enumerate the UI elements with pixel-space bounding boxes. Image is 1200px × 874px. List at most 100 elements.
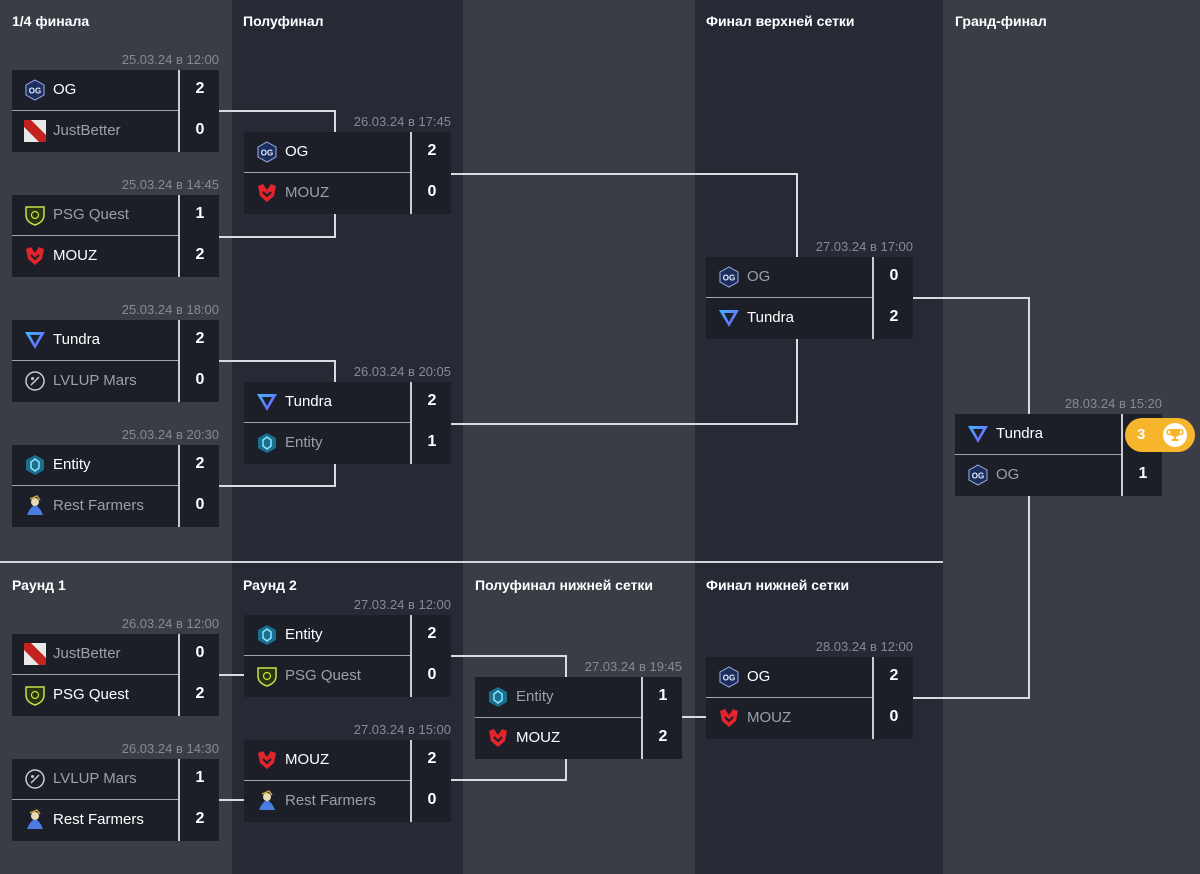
team-name: JustBetter (53, 122, 121, 139)
psg-logo-icon (24, 684, 46, 706)
tundra-logo-icon (718, 307, 740, 329)
team-name: OG (285, 143, 309, 160)
team-name: MOUZ (516, 729, 561, 746)
team-name: JustBetter (53, 645, 121, 662)
score-separator (410, 615, 412, 697)
tundra-logo-icon (256, 391, 278, 413)
grand-final-trophy-badge: 3 (1125, 418, 1195, 452)
team-score: 2 (427, 392, 437, 409)
team-score: 2 (889, 667, 899, 684)
row-separator (706, 697, 872, 698)
og-logo-icon: OG (967, 464, 989, 486)
team-name: OG (747, 268, 771, 285)
match-date: 27.03.24 в 15:00 (353, 722, 451, 737)
team-name: MOUZ (53, 247, 98, 264)
row-separator (955, 454, 1121, 455)
entity-logo-icon (487, 686, 509, 708)
og-logo-icon: OG (24, 79, 46, 101)
team-name: MOUZ (285, 184, 330, 201)
match-date: 25.03.24 в 20:30 (121, 427, 219, 442)
header-semifinal: Полуфинал (243, 13, 324, 29)
connector (682, 716, 707, 718)
psg-logo-icon (256, 665, 278, 687)
team-row[interactable]: LVLUP Mars 0 (12, 361, 219, 401)
score-separator (178, 320, 180, 402)
team-name: LVLUP Mars (53, 372, 137, 389)
score-separator (178, 445, 180, 527)
column-finals (695, 0, 943, 874)
svg-text:OG: OG (723, 674, 735, 683)
connector (1028, 297, 1030, 699)
match-date: 25.03.24 в 12:00 (121, 52, 219, 67)
connector (913, 697, 1030, 699)
team-name: Tundra (53, 331, 100, 348)
header-lower-round2: Раунд 2 (243, 577, 297, 593)
match-date: 28.03.24 в 12:00 (815, 639, 913, 654)
match-date: 26.03.24 в 17:45 (353, 114, 451, 129)
team-name: Entity (285, 434, 323, 451)
team-score: 0 (427, 183, 437, 200)
team-score: 2 (195, 330, 205, 347)
connector (219, 485, 336, 487)
justbetter-logo-icon (24, 643, 46, 665)
team-score: 1 (1138, 465, 1148, 482)
team-name: OG (53, 81, 77, 98)
header-lower-round1: Раунд 1 (12, 577, 66, 593)
row-separator (244, 780, 410, 781)
og-logo-icon: OG (718, 266, 740, 288)
psg-logo-icon (24, 204, 46, 226)
match-date: 26.03.24 в 14:30 (121, 741, 219, 756)
team-name: MOUZ (285, 751, 330, 768)
team-row[interactable]: Tundra 2 (12, 320, 219, 360)
score-separator (872, 657, 874, 739)
row-separator (706, 297, 872, 298)
entity-logo-icon (256, 624, 278, 646)
team-name: Tundra (996, 425, 1043, 442)
team-score: 0 (195, 371, 205, 388)
team-score: 1 (195, 205, 205, 222)
connector (219, 110, 336, 112)
og-logo-icon: OG (256, 141, 278, 163)
team-name: MOUZ (747, 709, 792, 726)
match-date: 26.03.24 в 12:00 (121, 616, 219, 631)
team-row[interactable]: MOUZ 0 (244, 173, 451, 213)
row-separator (244, 172, 410, 173)
